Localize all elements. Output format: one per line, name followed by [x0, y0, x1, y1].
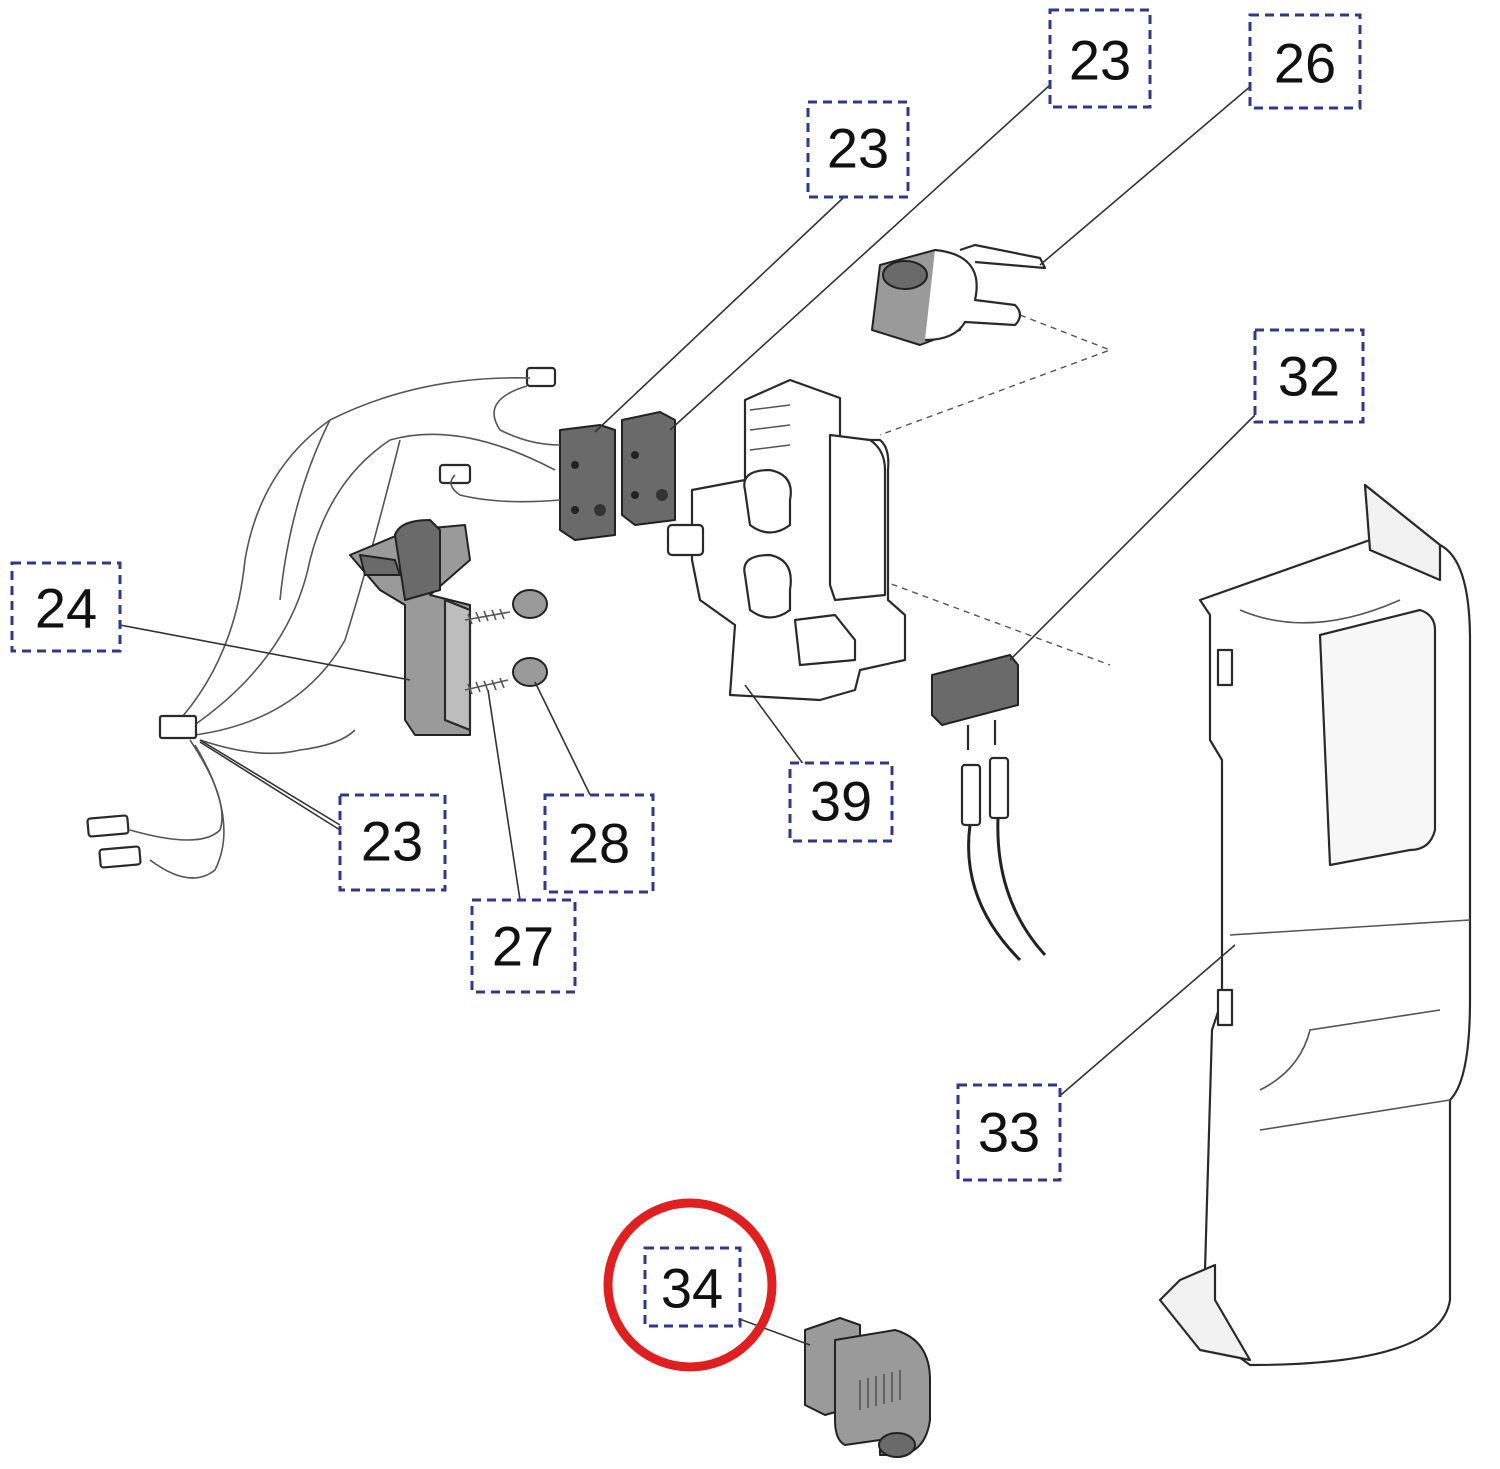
part-39-housing — [666, 378, 907, 702]
callout-label: 23 — [1069, 29, 1131, 92]
callout-label: 23 — [827, 117, 889, 180]
callout-39: 39 — [788, 761, 894, 843]
highlight-circle — [603, 1198, 777, 1372]
callout-label: 32 — [1278, 345, 1340, 408]
callout-24: 24 — [10, 561, 122, 653]
callout-label: 39 — [810, 770, 872, 833]
leader-26 — [1039, 84, 1253, 266]
leader-27 — [487, 689, 521, 901]
callout-label: 23 — [361, 810, 423, 873]
callout-label: 33 — [978, 1101, 1040, 1164]
callout-23-bottom: 23 — [338, 793, 447, 892]
leader-24 — [119, 624, 411, 681]
leader-23-bottom-a — [199, 739, 341, 826]
callout-23-top: 23 — [806, 100, 910, 199]
part-34-connector — [804, 1317, 931, 1458]
leader-23-top-right — [669, 84, 1051, 431]
part-32-microswitch — [931, 654, 1047, 962]
part-27-springs — [464, 608, 511, 695]
callout-34: 34 — [643, 1246, 742, 1328]
callout-28: 28 — [543, 793, 655, 894]
part-23-switch-left — [559, 424, 616, 541]
callout-32: 32 — [1253, 328, 1365, 424]
part-24-bracket — [349, 519, 472, 736]
callout-label: 28 — [568, 812, 630, 875]
leader-28 — [534, 681, 596, 806]
leader-32 — [1009, 399, 1271, 661]
part-28-buttons — [512, 589, 548, 687]
part-33-cover-panel — [1158, 483, 1472, 1367]
callout-label: 24 — [35, 577, 97, 640]
leader-lines — [119, 84, 1271, 1346]
callout-33: 33 — [956, 1083, 1062, 1182]
callout-label: 27 — [492, 915, 554, 978]
callout-27: 27 — [470, 898, 577, 994]
leader-23-bottom-b — [199, 741, 341, 831]
part-26-valve — [871, 243, 1047, 346]
callout-26: 26 — [1248, 13, 1362, 110]
callout-23-top-right: 23 — [1048, 8, 1152, 109]
leader-23-top — [594, 181, 861, 433]
wiring-harness — [86, 366, 561, 879]
leader-33 — [1054, 944, 1236, 1101]
part-23-switch-right — [621, 411, 676, 526]
callout-label: 34 — [661, 1257, 723, 1320]
callout-label: 26 — [1274, 32, 1336, 95]
